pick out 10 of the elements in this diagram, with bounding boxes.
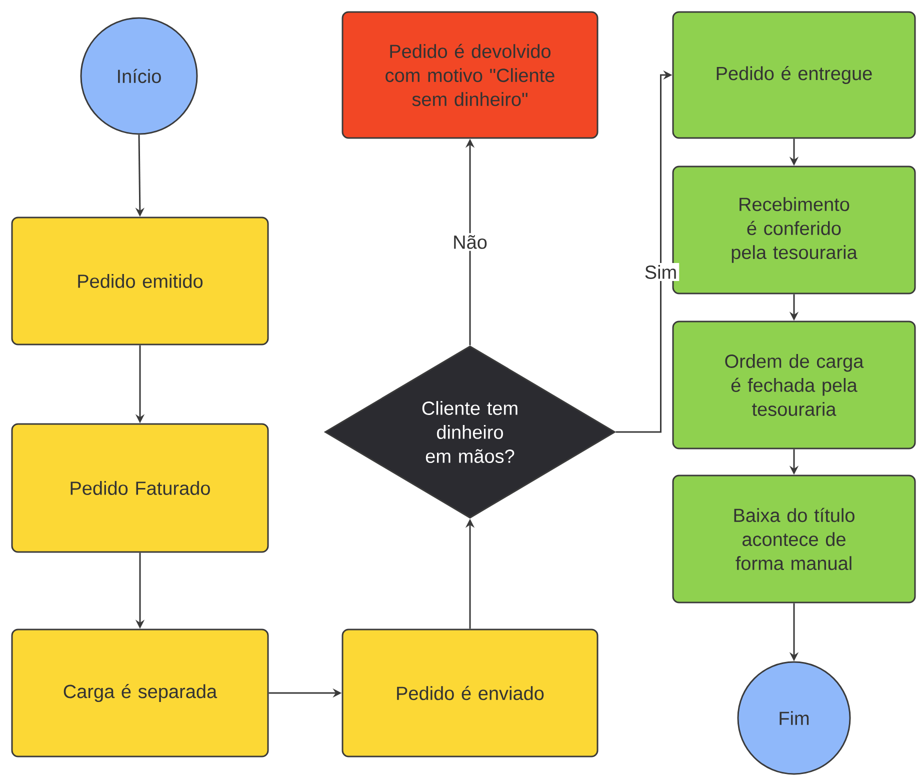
- process-box: Pedido é entregue: [672, 11, 916, 139]
- process-box: Pedido é devolvido com motivo "Cliente sem dinheiro": [342, 11, 598, 139]
- process-box: Ordem de carga é fechada pela tesouraria: [672, 320, 916, 450]
- process-box: Baixa do título acontece de forma manual: [672, 474, 916, 604]
- process-box: Carga é separada: [11, 628, 269, 758]
- process-box: Pedido emitido: [11, 216, 269, 346]
- edge-label: Sim: [642, 263, 680, 281]
- process-box: Pedido é enviado: [342, 628, 598, 758]
- process-box: Pedido Faturado: [11, 423, 269, 553]
- edge-label: Não: [450, 233, 490, 251]
